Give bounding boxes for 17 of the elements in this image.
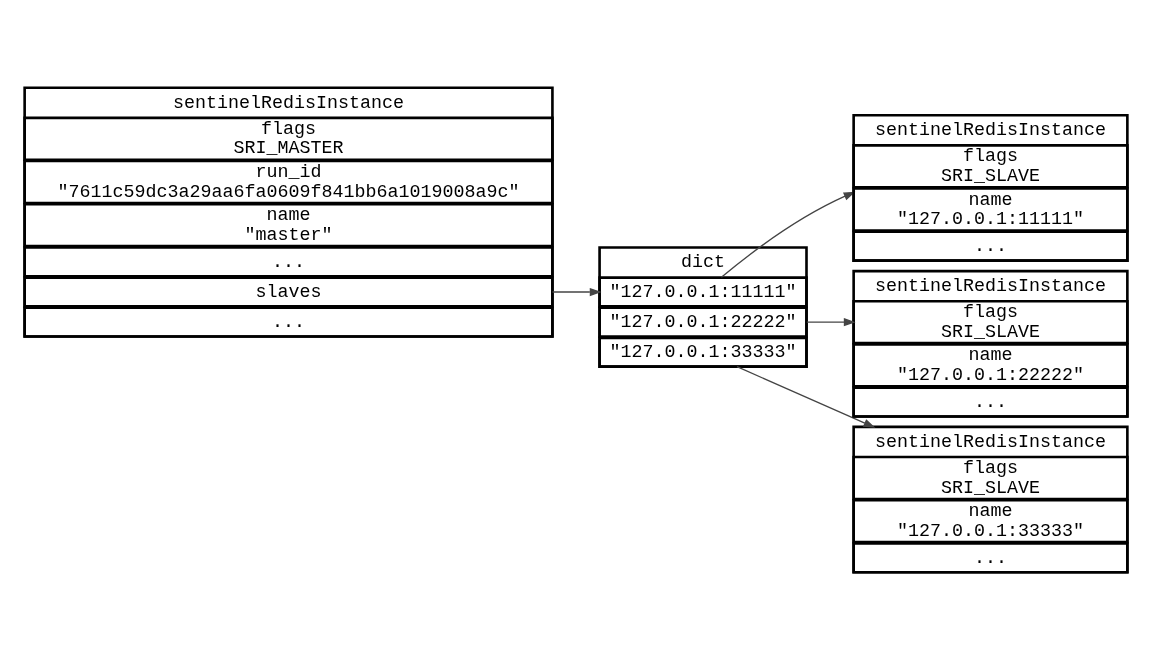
node-box: "127.0.0.1:22222" (598, 306, 808, 338)
node-box: run_id "7611c59dc3a29aa6fa0609f841bb6a1019008a9c" (23, 159, 554, 205)
arrow (736, 366, 876, 428)
node-box: name "127.0.0.1:22222" (852, 343, 1129, 388)
node-box: name "master" (23, 202, 554, 248)
node-box: ... (23, 306, 554, 338)
node-box: name "127.0.0.1:33333" (852, 498, 1129, 544)
arrow (551, 287, 602, 297)
node-box: ... (852, 230, 1129, 262)
node-box: ... (852, 542, 1129, 574)
node-box: ... (852, 386, 1129, 418)
node-box: "127.0.0.1:11111" (598, 276, 808, 308)
arrow (806, 318, 856, 327)
node-box: slaves (23, 276, 554, 308)
node-box: name "127.0.0.1:11111" (852, 187, 1129, 232)
node-box: "127.0.0.1:33333" (598, 336, 808, 368)
node-box: ... (23, 246, 554, 278)
